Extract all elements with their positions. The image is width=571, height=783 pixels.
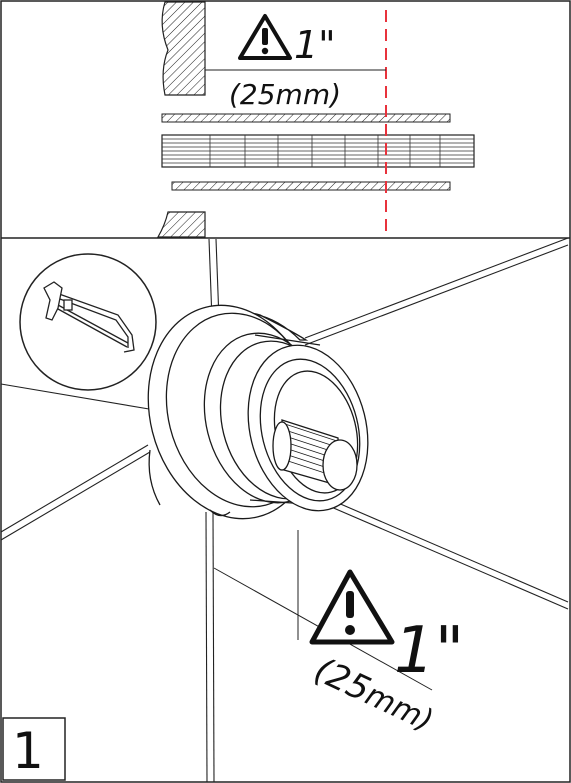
pipe-upper-wall <box>161 113 451 123</box>
bottom-perspective-view: 1" (25mm) 1 <box>0 237 569 783</box>
step-box <box>2 717 66 781</box>
shaft-splines <box>272 419 358 491</box>
top-section-view: 1" (25mm) <box>156 1 475 238</box>
shower-fitting <box>147 304 369 520</box>
splined-shaft <box>161 134 475 168</box>
warning-icon <box>238 14 292 60</box>
warning-icon-large <box>309 569 395 645</box>
pipe-lower-wall <box>171 181 451 191</box>
wall-section-top <box>161 1 206 96</box>
wall-section-bottom <box>156 211 206 238</box>
dimension-label-imperial-large: 1" <box>394 614 464 688</box>
hacksaw-icon <box>43 281 135 353</box>
tool-inset <box>19 253 157 391</box>
step-number: 1 <box>12 722 44 780</box>
dimension-label-imperial: 1" <box>294 23 336 67</box>
dimension-label-metric: (25mm) <box>229 78 341 111</box>
